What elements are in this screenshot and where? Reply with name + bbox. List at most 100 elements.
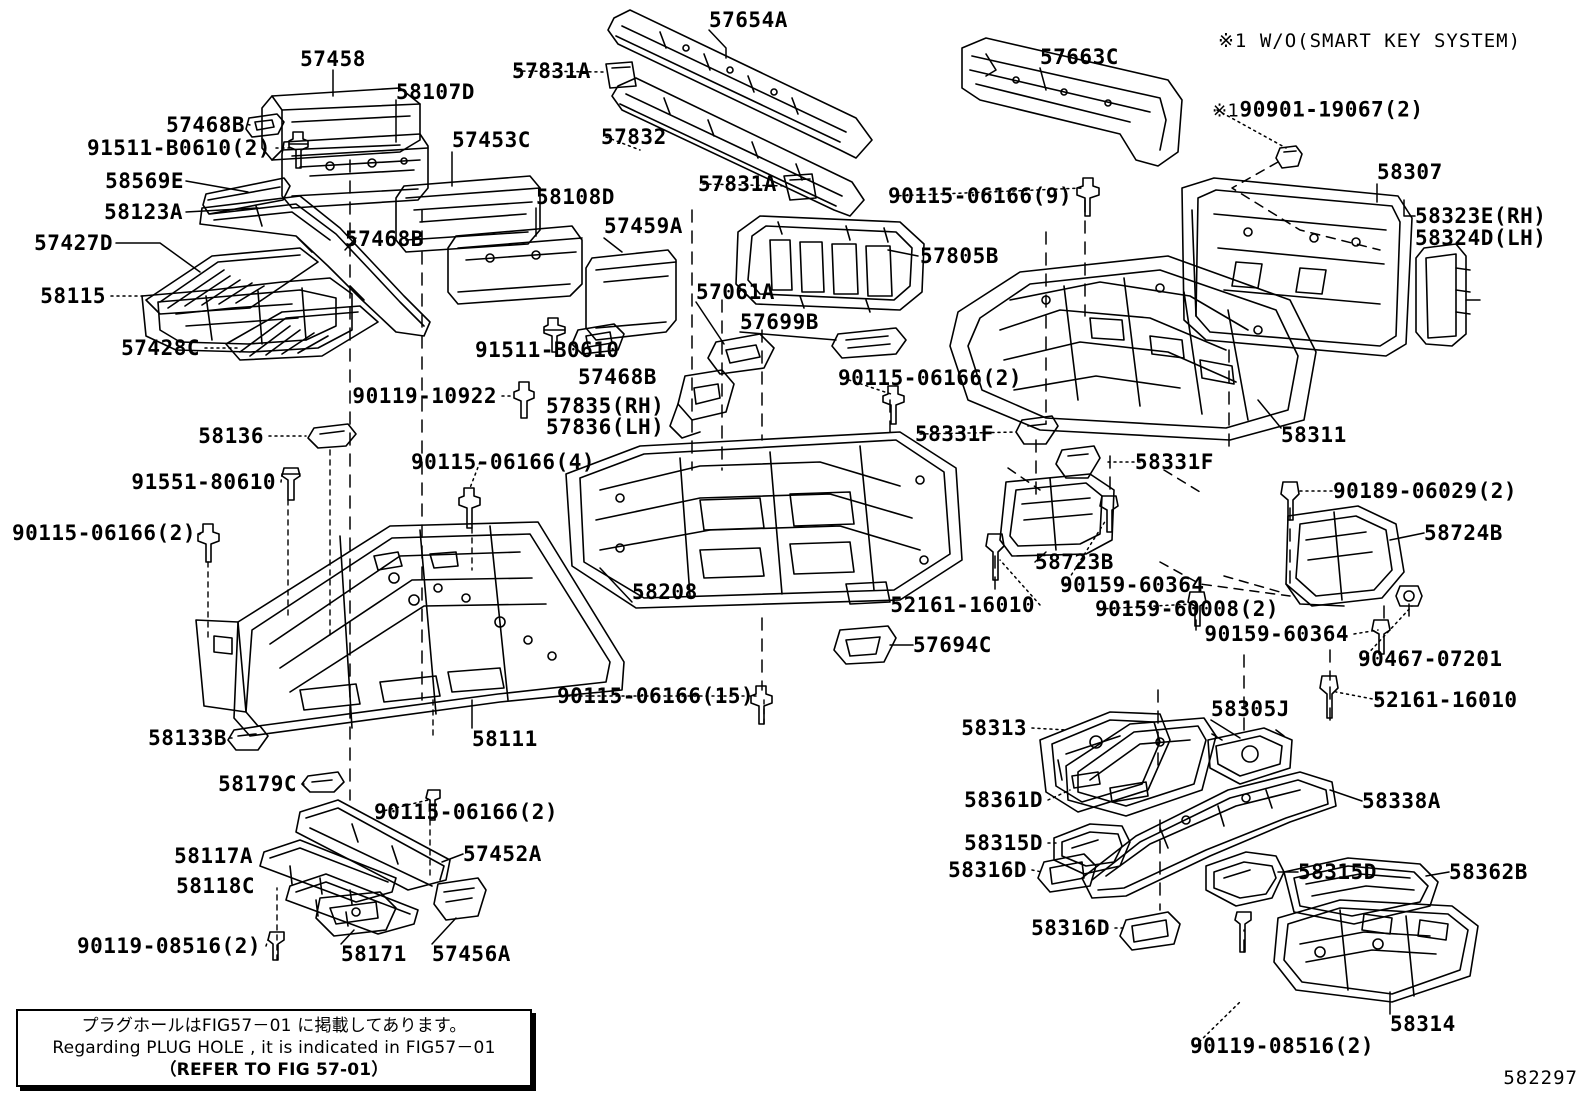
part-number-text: 90115-06166(4) bbox=[411, 449, 596, 474]
part-label-l-58118C[interactable]: 58118C bbox=[176, 875, 255, 897]
part-label-l-58311[interactable]: 58311 bbox=[1281, 424, 1347, 446]
part-label-l-58315D-2[interactable]: 58315D bbox=[1298, 861, 1377, 883]
part-label-l-58305J[interactable]: 58305J bbox=[1211, 698, 1290, 720]
part-label-l-58315D-1[interactable]: 58315D bbox=[964, 832, 1043, 854]
part-label-l-58179C[interactable]: 58179C bbox=[218, 773, 297, 795]
part-57694C bbox=[833, 625, 897, 665]
part-number-text: 57654A bbox=[709, 7, 788, 32]
part-label-l-58569E[interactable]: 58569E bbox=[105, 170, 184, 192]
part-label-l-57694C[interactable]: 57694C bbox=[913, 634, 992, 656]
part-label-l-58331F-2[interactable]: 58331F bbox=[1135, 451, 1214, 473]
part-label-l-57831A-1[interactable]: 57831A bbox=[512, 60, 591, 82]
part-label-l-57468B-2[interactable]: 57468B bbox=[345, 228, 424, 250]
part-label-l-57699B[interactable]: 57699B bbox=[740, 311, 819, 333]
part-number-text: 58107D bbox=[396, 79, 475, 104]
part-label-l-58723B[interactable]: 58723B bbox=[1035, 551, 1114, 573]
part-label-l-58111[interactable]: 58111 bbox=[472, 728, 538, 750]
part-label-l-57805B[interactable]: 57805B bbox=[920, 245, 999, 267]
part-label-l-58316D-1[interactable]: 58316D bbox=[948, 859, 1027, 881]
part-label-l-90119-2[interactable]: 90119-08516(2) bbox=[77, 935, 261, 957]
part-number-text: 90119-08516(2) bbox=[76, 933, 261, 958]
part-label-l-58171[interactable]: 58171 bbox=[341, 943, 407, 965]
part-label-l-90115-2a[interactable]: 90115-06166(2) bbox=[838, 367, 1022, 389]
part-label-l-90159-60008[interactable]: 90159-60008(2) bbox=[1095, 598, 1279, 620]
part-number-text: 52161-16010 bbox=[1373, 687, 1518, 712]
part-label-l-58115[interactable]: 58115 bbox=[40, 285, 106, 307]
part-label-l-58313[interactable]: 58313 bbox=[961, 717, 1027, 739]
part-label-l-58117A[interactable]: 58117A bbox=[174, 845, 253, 867]
part-label-l-90189[interactable]: 90189-06029(2) bbox=[1333, 480, 1517, 502]
bolt-90159-60364-a bbox=[1099, 495, 1119, 533]
part-label-l-58324D[interactable]: 58324D(LH) bbox=[1415, 227, 1546, 249]
part-number-text: 91511-B0610 bbox=[475, 337, 620, 362]
part-label-l-90115-2c[interactable]: 90115-06166(2) bbox=[374, 801, 558, 823]
plug-note-line-jp: プラグホールはFIG57－01 に掲載してあります。 bbox=[81, 1015, 467, 1036]
part-label-l-90115-4[interactable]: 90115-06166(4) bbox=[411, 451, 595, 473]
part-label-l-91551[interactable]: 91551-80610 bbox=[131, 471, 276, 493]
part-label-l-91511-2[interactable]: 91511-B0610 bbox=[475, 339, 620, 361]
part-label-l-57835[interactable]: 57835(RH) bbox=[546, 395, 664, 417]
part-number-text: 58315D bbox=[964, 830, 1043, 855]
part-57831A-1 bbox=[605, 61, 637, 89]
part-number-text: 58136 bbox=[198, 423, 264, 448]
part-number-text: 57061A bbox=[696, 279, 775, 304]
note-mark-icon: ※1 bbox=[1212, 100, 1240, 122]
part-label-l-58724B[interactable]: 58724B bbox=[1424, 522, 1503, 544]
part-label-l-90115-15[interactable]: 90115-06166(15) bbox=[557, 685, 754, 707]
bolt-90115-06166-4 bbox=[458, 487, 481, 529]
part-number-text: 58115 bbox=[40, 283, 106, 308]
part-label-l-57468B-1[interactable]: 57468B bbox=[166, 114, 245, 136]
part-label-l-57452A[interactable]: 57452A bbox=[463, 843, 542, 865]
part-label-l-58338A[interactable]: 58338A bbox=[1362, 790, 1441, 812]
part-number-text: 90467-07201 bbox=[1358, 646, 1503, 671]
part-number-text: 57805B bbox=[920, 243, 999, 268]
part-label-l-57456A[interactable]: 57456A bbox=[432, 943, 511, 965]
bolt-90119-08516-1 bbox=[267, 931, 285, 961]
part-label-l-58108D[interactable]: 58108D bbox=[536, 186, 615, 208]
part-label-l-57427D[interactable]: 57427D bbox=[34, 232, 113, 254]
part-58723B bbox=[999, 473, 1115, 557]
part-number-text: 90189-06029(2) bbox=[1333, 478, 1518, 503]
part-label-l-57453C[interactable]: 57453C bbox=[452, 129, 531, 151]
part-label-l-58362B[interactable]: 58362B bbox=[1449, 861, 1528, 883]
part-label-l-52161-1[interactable]: 52161-16010 bbox=[890, 594, 1035, 616]
part-label-l-90119-1[interactable]: 90119-10922 bbox=[352, 385, 497, 407]
part-label-l-90159-60364b[interactable]: 90159-60364 bbox=[1204, 623, 1349, 645]
part-label-l-90901[interactable]: ※190901-19067(2) bbox=[1212, 99, 1424, 122]
part-label-l-58136[interactable]: 58136 bbox=[198, 425, 264, 447]
part-label-l-58307[interactable]: 58307 bbox=[1377, 161, 1443, 183]
part-58123A bbox=[199, 195, 431, 337]
part-label-l-58123A[interactable]: 58123A bbox=[104, 201, 183, 223]
part-number-text: 91551-80610 bbox=[131, 469, 276, 494]
part-label-l-57428C[interactable]: 57428C bbox=[121, 337, 200, 359]
part-label-l-90119-3[interactable]: 90119-08516(2) bbox=[1190, 1035, 1374, 1057]
part-label-l-90467[interactable]: 90467-07201 bbox=[1358, 648, 1503, 670]
part-58315D-2 bbox=[1205, 851, 1285, 907]
part-label-l-57458[interactable]: 57458 bbox=[300, 48, 366, 70]
part-label-l-57831A-2[interactable]: 57831A bbox=[698, 173, 777, 195]
part-label-l-90159-60364a[interactable]: 90159-60364 bbox=[1060, 574, 1205, 596]
part-label-l-91511-1[interactable]: 91511-B0610(2) bbox=[87, 137, 271, 159]
part-label-l-57836[interactable]: 57836(LH) bbox=[546, 416, 664, 438]
part-label-l-58323E[interactable]: 58323E(RH) bbox=[1415, 205, 1546, 227]
part-label-l-90115-2b[interactable]: 90115-06166(2) bbox=[12, 522, 196, 544]
part-label-l-57654A[interactable]: 57654A bbox=[709, 9, 788, 31]
plug-hole-note-box: プラグホールはFIG57－01 に掲載してあります。 Regarding PLU… bbox=[16, 1009, 532, 1087]
part-label-l-58331F-1[interactable]: 58331F bbox=[915, 423, 994, 445]
part-label-l-58133B[interactable]: 58133B bbox=[148, 727, 227, 749]
part-label-l-57832[interactable]: 57832 bbox=[601, 126, 667, 148]
part-label-l-57061A[interactable]: 57061A bbox=[696, 281, 775, 303]
part-label-l-57459A[interactable]: 57459A bbox=[604, 215, 683, 237]
part-label-l-58107D[interactable]: 58107D bbox=[396, 81, 475, 103]
part-number-text: 58133B bbox=[148, 725, 227, 750]
part-label-l-90115-9[interactable]: 90115-06166(9) bbox=[888, 185, 1072, 207]
part-label-l-58361D[interactable]: 58361D bbox=[964, 789, 1043, 811]
part-label-l-58314[interactable]: 58314 bbox=[1390, 1013, 1456, 1035]
plug-note-line-en: Regarding PLUG HOLE , it is indicated in… bbox=[52, 1037, 496, 1058]
part-label-l-52161-2[interactable]: 52161-16010 bbox=[1373, 689, 1518, 711]
part-label-l-57468B-3[interactable]: 57468B bbox=[578, 366, 657, 388]
part-label-l-57663C[interactable]: 57663C bbox=[1040, 46, 1119, 68]
part-57061A bbox=[707, 333, 775, 375]
part-label-l-58208[interactable]: 58208 bbox=[632, 581, 698, 603]
part-label-l-58316D-2[interactable]: 58316D bbox=[1031, 917, 1110, 939]
